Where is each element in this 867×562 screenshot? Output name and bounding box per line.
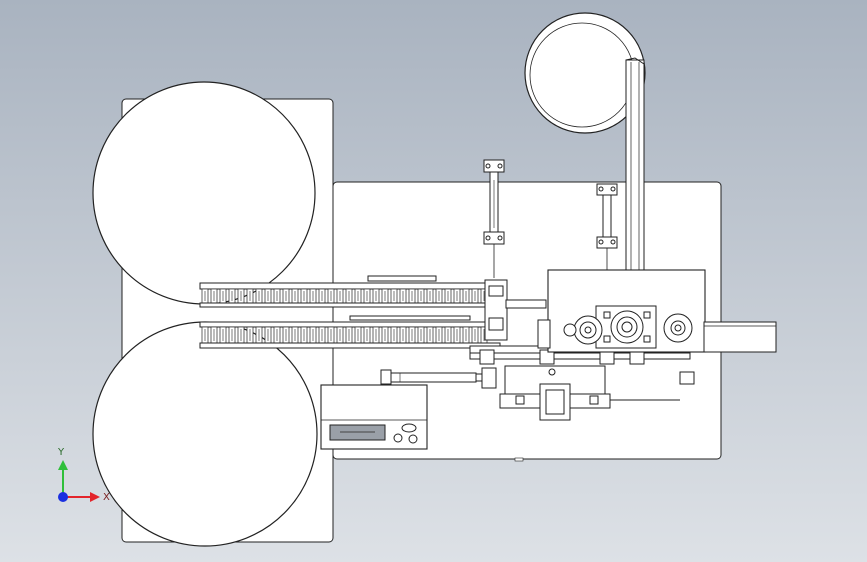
- upper-rail-assembly[interactable]: [199, 275, 499, 308]
- gear-motor[interactable]: [595, 305, 657, 349]
- main-base-plate[interactable]: [332, 181, 722, 460]
- coordinate-triad: Y X: [57, 447, 110, 503]
- right-pulley[interactable]: [663, 313, 693, 343]
- upper-reel[interactable]: [92, 81, 316, 305]
- control-box[interactable]: [320, 384, 428, 450]
- pneumatic-cylinder[interactable]: [380, 367, 497, 389]
- rail-junction-block[interactable]: [484, 279, 547, 341]
- motor-housing[interactable]: [537, 269, 777, 353]
- axis-y-label: Y: [57, 447, 65, 458]
- feed-chute[interactable]: [625, 57, 645, 274]
- axis-x-label: X: [103, 492, 110, 503]
- control-button-left[interactable]: [393, 433, 403, 443]
- left-pulley[interactable]: [563, 315, 603, 345]
- top-right-reel-outer[interactable]: [524, 12, 646, 134]
- plate-foot: [514, 457, 524, 462]
- guide-rod-right[interactable]: [596, 183, 618, 272]
- slide-table[interactable]: [499, 365, 695, 421]
- control-button-top[interactable]: [401, 423, 417, 433]
- lower-reel[interactable]: [92, 321, 318, 547]
- guide-rod-left[interactable]: [483, 159, 505, 278]
- control-button-right[interactable]: [408, 434, 418, 444]
